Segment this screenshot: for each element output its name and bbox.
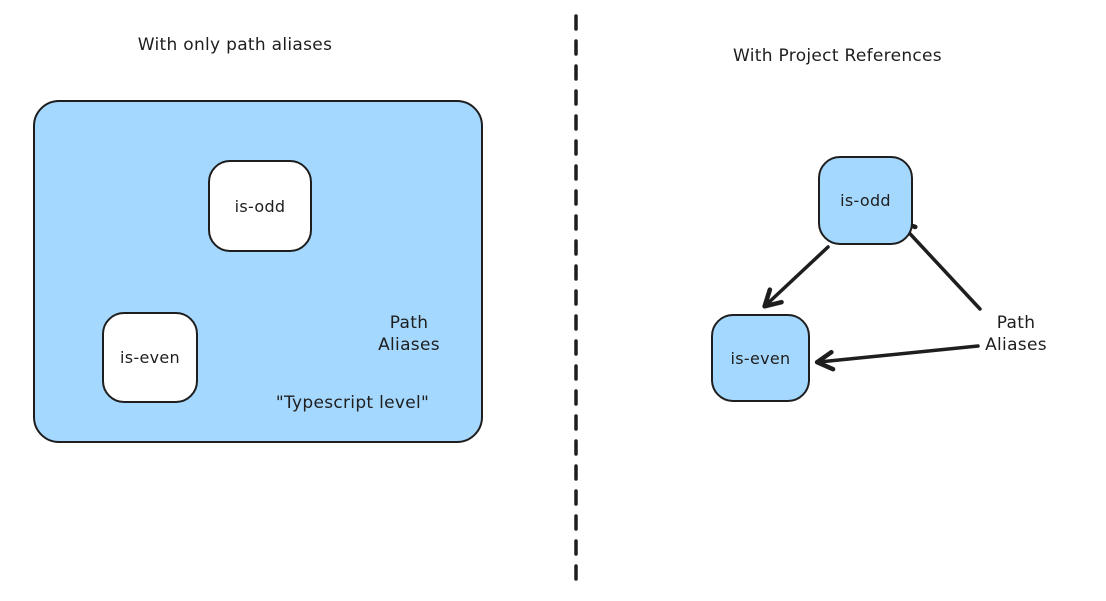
node-left-is-odd: is-odd (208, 160, 312, 252)
node-left-is-even-label: is-even (120, 348, 180, 367)
node-right-is-odd: is-odd (818, 156, 913, 245)
arrow-right-aliases-to-isodd (896, 219, 982, 311)
arrow-right-isodd-to-iseven (762, 245, 830, 309)
node-left-is-odd-label: is-odd (234, 196, 286, 216)
left-panel-title: With only path aliases (137, 35, 333, 55)
left-path-aliases-annotation: Path Aliases (355, 312, 463, 357)
node-right-is-odd-label: is-odd (840, 191, 891, 210)
right-path-aliases-annotation: Path Aliases (962, 312, 1070, 357)
right-path-aliases-line2: Aliases (985, 335, 1047, 356)
arrow-right-aliases-to-iseven (814, 344, 980, 372)
typescript-level-container (33, 100, 483, 443)
left-path-aliases-line1: Path (389, 313, 429, 333)
node-left-is-even: is-even (102, 312, 198, 403)
node-right-is-even-label: is-even (730, 348, 791, 368)
right-panel-title: With Project References (733, 46, 942, 66)
right-path-aliases-line1: Path (996, 313, 1036, 333)
left-path-aliases-line2: Aliases (378, 335, 440, 356)
typescript-level-caption: "Typescript level" (275, 393, 430, 413)
node-right-is-even: is-even (711, 314, 810, 402)
